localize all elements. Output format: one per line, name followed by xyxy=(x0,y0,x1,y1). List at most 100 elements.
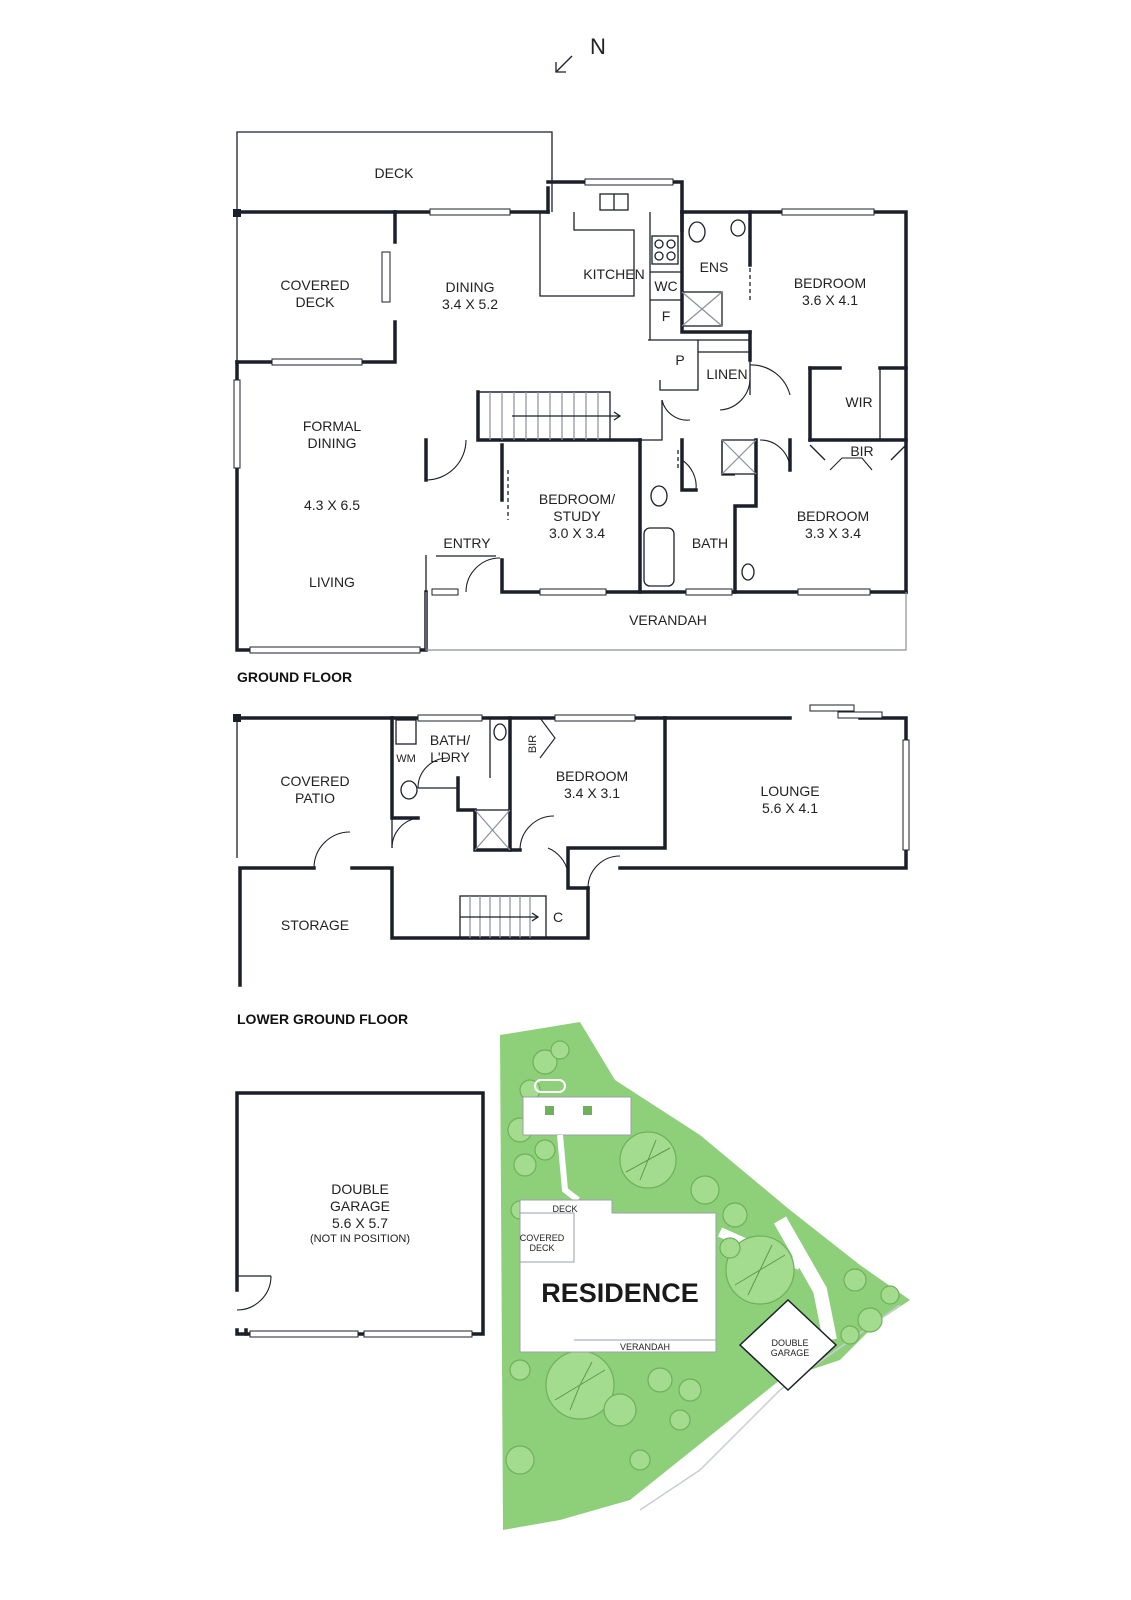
room-label-storage: STORAGE xyxy=(281,917,349,933)
site-label-deck: DECK xyxy=(552,1204,577,1214)
window xyxy=(837,711,883,719)
window xyxy=(417,714,483,722)
room-label-deck: DECK xyxy=(375,165,415,181)
bathtub-icon xyxy=(643,527,675,587)
door-icon xyxy=(719,379,751,411)
room-label-wm: WM xyxy=(396,753,416,765)
entry-door-icon xyxy=(425,439,467,481)
site-residence xyxy=(519,1199,717,1353)
window xyxy=(809,704,855,712)
robe-door-icon xyxy=(829,457,873,471)
stair-arrow-icon xyxy=(531,912,540,922)
basin-icon xyxy=(493,723,507,741)
room-size-bedroom-2: 3.3 X 3.4 xyxy=(805,525,861,541)
room-label-p: P xyxy=(675,352,684,368)
room-label-kitchen: KITCHEN xyxy=(583,266,644,282)
garage-label-2: GARAGE xyxy=(330,1198,390,1214)
room-label-formal-dining-2: DINING xyxy=(308,435,357,451)
sliding-door xyxy=(381,251,391,303)
shower-icon xyxy=(474,809,511,851)
room-size-dining: 3.4 X 5.2 xyxy=(442,296,498,312)
washing-machine-icon xyxy=(395,719,417,745)
double-garage-plan: DOUBLE GARAGE 5.6 X 5.7 (NOT IN POSITION… xyxy=(235,1091,485,1338)
garage-size: 5.6 X 5.7 xyxy=(332,1215,388,1231)
door-icon xyxy=(391,817,419,849)
room-label-bath-ldry: BATH/ xyxy=(430,732,470,748)
site-boundary xyxy=(639,1304,901,1511)
door-icon xyxy=(661,399,691,421)
site-label-garage-2: GARAGE xyxy=(771,1348,810,1358)
room-size-lounge: 5.6 X 4.1 xyxy=(762,800,818,816)
ground-stairs xyxy=(477,391,622,441)
deck-outline xyxy=(236,131,553,212)
room-label-covered-deck: COVERED xyxy=(280,277,349,293)
room-label-c: C xyxy=(553,909,563,925)
basin-icon xyxy=(741,563,755,581)
room-label-covered-patio: COVERED xyxy=(280,773,349,789)
room-label-wir: WIR xyxy=(845,394,872,410)
room-label-bir: BIR xyxy=(527,735,539,753)
room-label-dining: DINING xyxy=(446,279,495,295)
robe-door-icon xyxy=(539,717,556,759)
door-icon xyxy=(587,855,621,889)
room-size-living: 4.3 X 6.5 xyxy=(304,497,360,513)
window xyxy=(233,379,241,469)
window xyxy=(781,208,875,216)
lower-ground-floor-heading: LOWER GROUND FLOOR xyxy=(237,1011,408,1027)
kitchen-bench xyxy=(539,212,635,297)
toilet-icon xyxy=(400,780,418,800)
compass-label: N xyxy=(590,34,606,59)
shower-icon xyxy=(721,439,757,475)
window xyxy=(584,178,674,186)
ens-shower-icon xyxy=(681,291,723,327)
window xyxy=(271,358,363,366)
room-label-ens: ENS xyxy=(700,259,729,275)
door-icon xyxy=(519,815,555,851)
stair-arrow-icon xyxy=(613,411,622,421)
room-size-bedroom-1: 3.6 X 4.1 xyxy=(802,292,858,308)
driveway xyxy=(773,1216,837,1342)
site-garage xyxy=(738,1298,838,1392)
room-label-bath-ldry-2: L'DRY xyxy=(430,749,470,765)
ground-floor-plan: DECK COVERED DECK DINING 3.4 X 5.2 KITCH… xyxy=(233,131,908,685)
door-icon xyxy=(236,1275,272,1311)
room-label-lounge: LOUNGE xyxy=(760,783,819,799)
site-outbuilding xyxy=(522,1096,632,1136)
door-icon xyxy=(749,364,791,396)
window xyxy=(902,739,910,851)
ens-basin-icon xyxy=(730,219,746,237)
room-label-living: LIVING xyxy=(309,574,355,590)
ground-floor-heading: GROUND FLOOR xyxy=(237,669,352,685)
window xyxy=(249,646,421,654)
room-label-formal-dining: FORMAL xyxy=(303,418,362,434)
garage-door xyxy=(249,1330,359,1338)
window xyxy=(431,588,459,596)
door-icon xyxy=(313,831,351,869)
door-icon xyxy=(465,557,501,593)
door-icon xyxy=(547,847,569,873)
room-label-study-2: STUDY xyxy=(553,508,601,524)
room-label-study: BEDROOM/ xyxy=(539,491,615,507)
garage-label: DOUBLE xyxy=(331,1181,389,1197)
room-label-entry: ENTRY xyxy=(443,535,491,551)
room-label-covered-deck-2: DECK xyxy=(296,294,336,310)
door-icon xyxy=(681,459,697,491)
window xyxy=(685,588,733,596)
compass-arrow-icon xyxy=(555,55,573,73)
window xyxy=(797,588,871,596)
door-icon xyxy=(759,439,791,471)
room-label-bir: BIR xyxy=(850,443,873,459)
compass: N xyxy=(555,34,606,73)
compass-arrowhead-icon xyxy=(555,62,566,73)
room-label-bath: BATH xyxy=(692,535,728,551)
room-size-bedroom: 3.4 X 3.1 xyxy=(564,785,620,801)
room-label-wc: WC xyxy=(654,278,677,294)
lower-ground-floor-plan: COVERED PATIO WM BATH/ L'DRY BIR BEDROOM… xyxy=(233,704,910,1027)
room-label-bedroom-2: BEDROOM xyxy=(797,508,869,524)
window xyxy=(429,208,511,216)
room-label-linen: LINEN xyxy=(706,366,747,382)
site-plan: DECK COVERED DECK RESIDENCE VERANDAH DOU… xyxy=(500,1022,910,1530)
window xyxy=(554,714,636,722)
site-label-verandah: VERANDAH xyxy=(620,1342,670,1352)
